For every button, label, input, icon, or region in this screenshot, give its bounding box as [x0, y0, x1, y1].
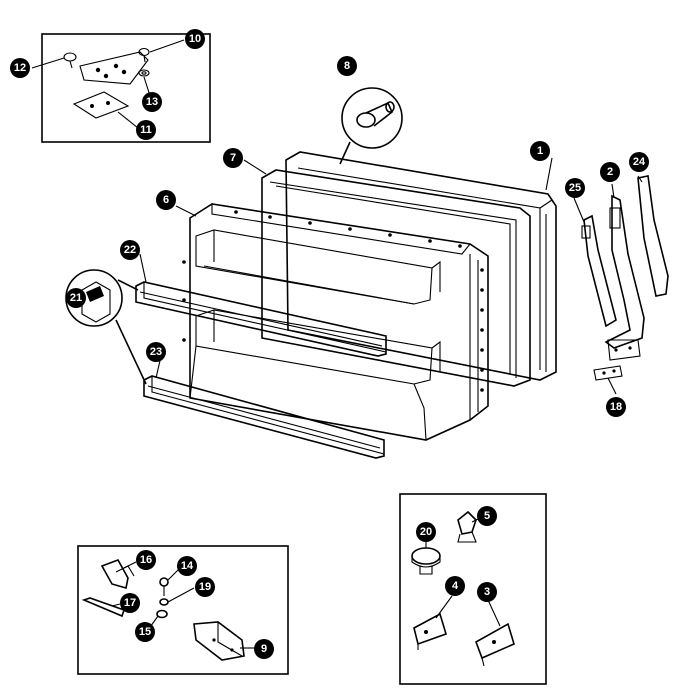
screw-part — [159, 577, 169, 587]
svg-text:25: 25 — [569, 182, 581, 194]
hinge-inset-border — [41, 33, 211, 143]
callout-16: 16 — [136, 550, 156, 570]
svg-text:13: 13 — [146, 96, 158, 108]
handle-inset — [77, 545, 289, 675]
hinge-inset — [31, 33, 211, 143]
handle-rod — [81, 597, 126, 618]
door-liner — [189, 203, 489, 441]
pin-part — [63, 52, 77, 62]
door-hinge-part — [193, 621, 245, 661]
hinge-plate-upper — [79, 51, 149, 85]
svg-text:22: 22 — [124, 244, 136, 256]
callout-11: 11 — [136, 120, 156, 140]
svg-text:15: 15 — [139, 626, 151, 638]
svg-text:20: 20 — [420, 526, 432, 538]
svg-text:5: 5 — [484, 510, 490, 522]
bracket-left — [413, 612, 447, 646]
callouts: 12 10 13 11 8 1 7 6 22 21 23 2 24 25 18 … — [10, 29, 649, 659]
liner-lower-shelf — [195, 309, 433, 385]
svg-text:10: 10 — [189, 33, 201, 45]
callout-14: 14 — [177, 556, 197, 576]
svg-text:4: 4 — [452, 580, 459, 592]
bracket-right — [475, 622, 515, 660]
svg-text:23: 23 — [150, 346, 162, 358]
door-assembly — [65, 87, 557, 459]
svg-text:2: 2 — [607, 166, 613, 178]
callout-17: 17 — [120, 593, 140, 613]
liner-upper-shelf — [195, 229, 433, 305]
svg-text:21: 21 — [70, 292, 82, 304]
liner-holes — [182, 210, 484, 392]
callout-20: 20 — [416, 522, 436, 542]
callout-23: 23 — [146, 342, 166, 362]
callout-13: 13 — [142, 92, 162, 112]
callout-8: 8 — [337, 56, 357, 76]
button-part — [411, 547, 441, 565]
outer-door-panel — [285, 151, 557, 381]
callout-19: 19 — [195, 577, 215, 597]
callout-6: 6 — [156, 190, 176, 210]
nut-part — [156, 609, 168, 619]
callout-18: 18 — [606, 397, 626, 417]
callout-9: 9 — [254, 639, 274, 659]
callout-12: 12 — [10, 58, 30, 78]
svg-text:8: 8 — [344, 60, 350, 72]
hinge-bracket — [604, 194, 645, 349]
svg-text:12: 12 — [14, 62, 26, 74]
svg-text:11: 11 — [140, 124, 152, 136]
callout-10: 10 — [185, 29, 205, 49]
svg-text:24: 24 — [633, 156, 646, 168]
callout-24: 24 — [629, 152, 649, 172]
svg-text:3: 3 — [484, 586, 490, 598]
callout-2: 2 — [600, 162, 620, 182]
callout-3: 3 — [477, 582, 497, 602]
svg-text:19: 19 — [199, 581, 211, 593]
bracket-plate — [607, 339, 641, 361]
callout-15: 15 — [135, 622, 155, 642]
callout-25: 25 — [565, 178, 585, 198]
handle-inset-border — [77, 545, 289, 675]
fastener-inset — [399, 493, 547, 685]
svg-text:18: 18 — [610, 401, 622, 413]
svg-text:1: 1 — [537, 145, 543, 157]
callout-1: 1 — [530, 141, 550, 161]
fastener-inset-border — [399, 493, 547, 685]
svg-text:9: 9 — [261, 643, 267, 655]
svg-text:14: 14 — [181, 560, 194, 572]
handle-bracket — [100, 559, 129, 590]
callout-4: 4 — [445, 576, 465, 596]
clip-part — [457, 510, 477, 535]
strap-part — [583, 214, 617, 328]
callout-21: 21 — [66, 288, 86, 308]
svg-text:7: 7 — [230, 152, 236, 164]
svg-text:17: 17 — [124, 597, 136, 609]
washer-part — [138, 69, 150, 77]
door-gasket — [261, 169, 531, 387]
hinge-brackets — [573, 175, 669, 395]
hinge-plate-lower — [72, 91, 130, 119]
callout-5: 5 — [477, 506, 497, 526]
svg-text:6: 6 — [163, 194, 169, 206]
shim-part — [593, 365, 623, 381]
callout-7: 7 — [223, 148, 243, 168]
callout-22: 22 — [120, 240, 140, 260]
svg-text:16: 16 — [140, 554, 152, 566]
cap-magnifier — [341, 87, 403, 149]
strap-part-right — [637, 175, 669, 297]
